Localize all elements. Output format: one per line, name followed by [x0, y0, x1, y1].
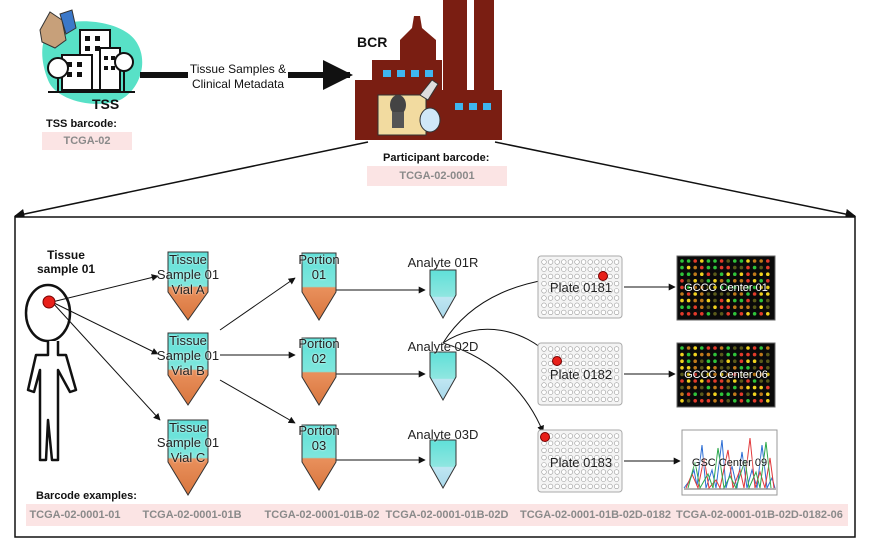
analyte-02d-label: Analyte 02D [407, 339, 479, 354]
vial-tube-b [167, 332, 209, 406]
tss-barcode-value: TCGA-02 [63, 135, 111, 147]
plate-0181-marker [598, 271, 608, 281]
analyte-01r-label: Analyte 01R [407, 255, 479, 270]
vial-b-line1: Tissue [169, 333, 207, 348]
tss-label: TSS [92, 96, 120, 112]
portion-tube-01 [301, 252, 337, 321]
vial-c-label: Tissue Sample 01 Vial C [150, 420, 226, 465]
center-01-label: GCCC Center 01 [684, 282, 768, 294]
sample-marker [42, 295, 56, 309]
analyte-tube-03d [429, 439, 457, 490]
portion-02-line1: Portion [298, 336, 340, 351]
participant-barcode-value: TCGA-02-0001 [399, 170, 475, 182]
portion-01-line2: 01 [311, 267, 327, 282]
tss-barcode-highlight [42, 132, 132, 150]
barcode-example-1: TCGA-02-0001-01 [29, 509, 121, 521]
bcr-factory-icon [355, 0, 502, 140]
portion-03-label: Portion 03 [289, 423, 349, 453]
vial-b-label: Tissue Sample 01 Vial B [150, 333, 226, 378]
center-09-label: GSC Center 09 [691, 456, 768, 469]
plate-0182-marker [552, 356, 562, 366]
vial-tube-c [167, 419, 209, 496]
barcode-example-4: TCGA-02-0001-01B-02D [385, 509, 509, 521]
participant-barcode-title: Participant barcode: [383, 152, 490, 164]
vial-c-line2: Sample 01 [156, 435, 220, 450]
arrow-label-line1: Tissue Samples & [189, 62, 287, 76]
vial-b-line2: Sample 01 [156, 348, 220, 363]
sequencing-trace-image [681, 429, 778, 496]
portion-03-line2: 03 [311, 438, 327, 453]
vial-b-line3: Vial B [171, 363, 205, 378]
barcode-example-2: TCGA-02-0001-01B [142, 509, 242, 521]
person-icon [24, 283, 78, 462]
vial-a-line2: Sample 01 [156, 267, 220, 282]
plate-0181-label: Plate 0181 [549, 280, 613, 295]
portion-tube-03 [301, 424, 337, 491]
barcode-example-3: TCGA-02-0001-01B-02 [264, 509, 380, 521]
plate-0183-label: Plate 0183 [549, 455, 613, 470]
bcr-label: BCR [357, 34, 388, 50]
person-label-line1: Tissue [47, 248, 85, 262]
portion-01-line1: Portion [298, 252, 340, 267]
person-label: Tissue sample 01 [37, 248, 95, 276]
vial-a-label: Tissue Sample 01 Vial A [150, 252, 226, 297]
plate-0183-marker [540, 432, 550, 442]
plate-0183 [537, 429, 623, 493]
center-09-box: GSC Center 09 [682, 430, 777, 495]
center-01-box: GCCC Center 01 [677, 256, 775, 320]
microarray-image-01 [676, 255, 776, 321]
barcode-examples-highlight [26, 504, 848, 526]
analyte-tube-02d [429, 351, 457, 402]
portion-01-label: Portion 01 [289, 252, 349, 282]
analyte-tube-01r [429, 269, 457, 320]
plate-0182-label: Plate 0182 [549, 367, 613, 382]
microarray-image-06 [676, 342, 776, 408]
tss-barcode-title: TSS barcode: [46, 118, 117, 130]
barcode-example-5: TCGA-02-0001-01B-02D-0182 [520, 509, 672, 521]
vial-c-line3: Vial C [170, 450, 206, 465]
person-label-line2: sample 01 [37, 262, 96, 276]
portion-02-line2: 02 [311, 351, 327, 366]
arrow-label: Tissue Samples & Clinical Metadata [188, 62, 288, 92]
portion-tube-02 [301, 337, 337, 406]
portion-03-line1: Portion [298, 423, 340, 438]
center-06-box: GCCC Center 06 [677, 343, 775, 407]
vial-c-line1: Tissue [169, 420, 207, 435]
center-06-label: GCCC Center 06 [684, 369, 768, 381]
barcode-examples-title: Barcode examples: [36, 490, 137, 502]
tss-building-icon [39, 9, 143, 104]
arrow-label-line2: Clinical Metadata [191, 77, 285, 91]
portion-02-label: Portion 02 [289, 336, 349, 366]
vial-tube-a [167, 251, 209, 321]
vial-a-line1: Tissue [169, 252, 207, 267]
vial-a-line3: Vial A [171, 282, 205, 297]
participant-barcode-highlight [367, 166, 507, 186]
analyte-03d-label: Analyte 03D [407, 427, 479, 442]
barcode-example-6: TCGA-02-0001-01B-02D-0182-06 [676, 509, 843, 521]
